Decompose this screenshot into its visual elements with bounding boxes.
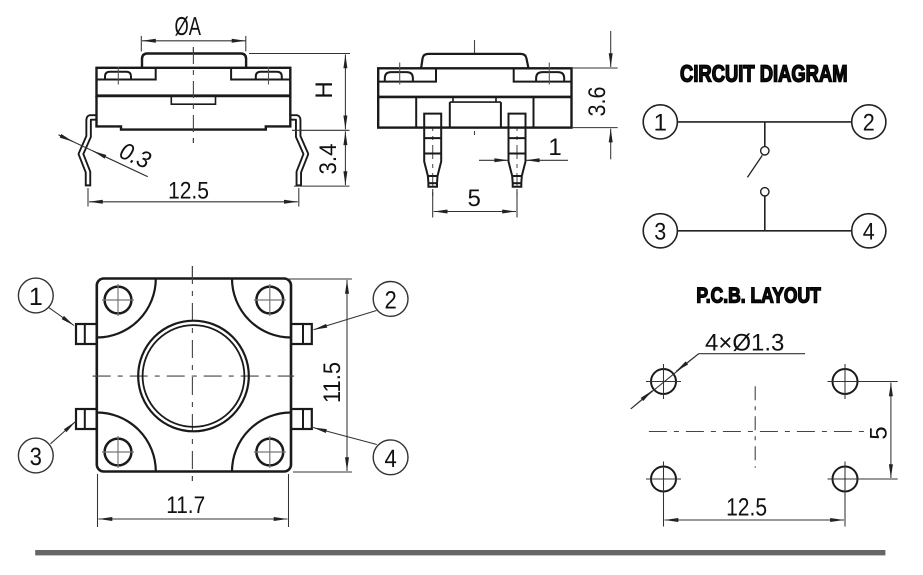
svg-text:1: 1 [548,134,561,161]
svg-text:2: 2 [863,109,875,136]
svg-text:4: 4 [863,218,875,245]
svg-text:4: 4 [384,445,396,473]
svg-text:3: 3 [30,443,42,471]
svg-text:11.7: 11.7 [166,492,205,519]
svg-text:4×Ø1.3: 4×Ø1.3 [705,330,784,357]
svg-text:2: 2 [384,287,396,315]
svg-text:ØA: ØA [174,11,201,41]
svg-text:3.6: 3.6 [584,87,611,117]
svg-text:12.5: 12.5 [726,494,767,522]
svg-text:H: H [311,81,338,98]
svg-text:1: 1 [29,283,43,311]
svg-text:5: 5 [865,426,892,439]
svg-text:11.5: 11.5 [319,362,346,403]
svg-text:3.4: 3.4 [315,144,342,175]
svg-text:5: 5 [468,185,481,212]
svg-text:P.C.B. LAYOUT: P.C.B. LAYOUT [696,284,820,308]
svg-text:3: 3 [654,218,666,245]
svg-text:12.5: 12.5 [168,178,209,205]
svg-text:1: 1 [654,109,667,136]
svg-text:CIRCUIT DIAGRAM: CIRCUIT DIAGRAM [680,61,848,87]
